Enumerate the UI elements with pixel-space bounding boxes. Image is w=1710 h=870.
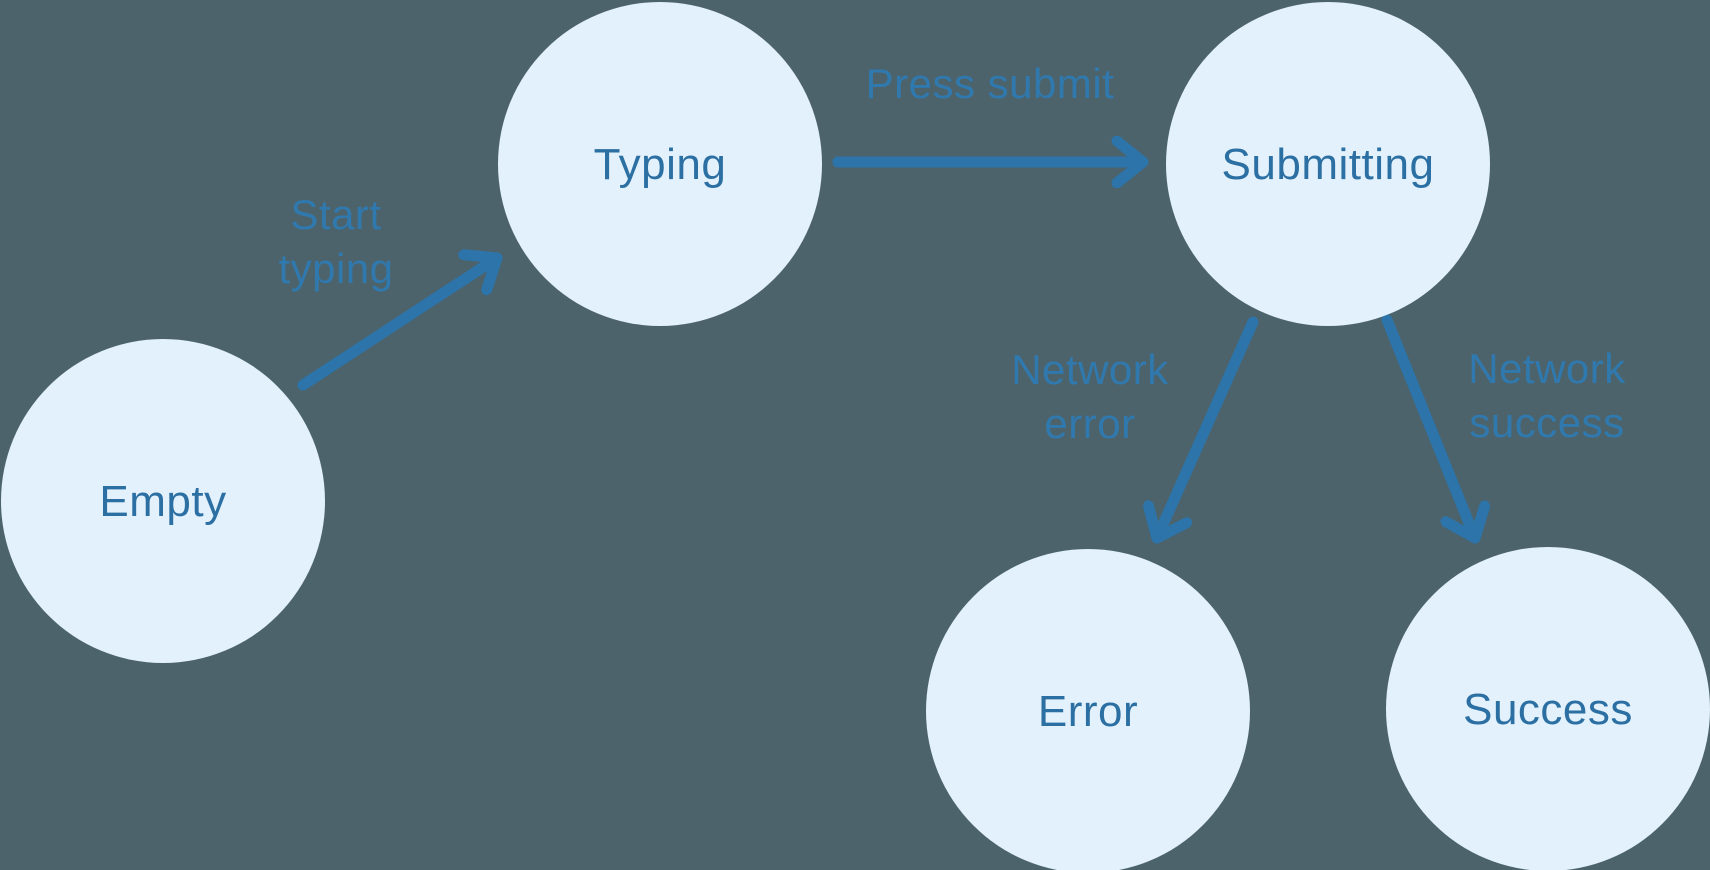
state-label-error: Error: [1038, 687, 1138, 736]
state-node-error: Error: [926, 549, 1250, 870]
transition-arrow-empty-to-typing: [297, 258, 503, 391]
transition-label-submitting-to-error: Network error: [1011, 346, 1169, 447]
state-label-typing: Typing: [594, 140, 727, 189]
state-label-submitting: Submitting: [1222, 140, 1435, 189]
transition-label-line: success: [1469, 399, 1624, 446]
state-circle-error: [926, 549, 1250, 870]
state-node-submitting: Submitting: [1166, 2, 1490, 326]
transition-label-line: error: [1044, 400, 1135, 447]
state-circle-typing: [498, 2, 822, 326]
transition-label-line: typing: [278, 245, 393, 292]
transition-label-line: Network: [1011, 346, 1169, 393]
state-circle-success: [1386, 547, 1710, 870]
state-node-typing: Typing: [498, 2, 822, 326]
state-node-empty: Empty: [1, 339, 325, 663]
transition-label-typing-to-submitting: Press submit: [866, 60, 1115, 107]
transition-label-line: Network: [1468, 345, 1626, 392]
transition-label-line: Start: [290, 191, 381, 238]
transition-arrow-submitting-to-success: [1381, 314, 1475, 544]
transition-label-line: Press submit: [866, 60, 1115, 107]
transition-arrow-submitting-to-error: [1157, 316, 1259, 544]
state-circle-submitting: [1166, 2, 1490, 326]
state-label-empty: Empty: [99, 477, 226, 526]
transition-label-submitting-to-success: Network success: [1468, 345, 1626, 446]
transition-label-empty-to-typing: Start typing: [278, 191, 393, 292]
state-node-success: Success: [1386, 547, 1710, 870]
state-label-success: Success: [1463, 685, 1633, 734]
state-circle-empty: [1, 339, 325, 663]
